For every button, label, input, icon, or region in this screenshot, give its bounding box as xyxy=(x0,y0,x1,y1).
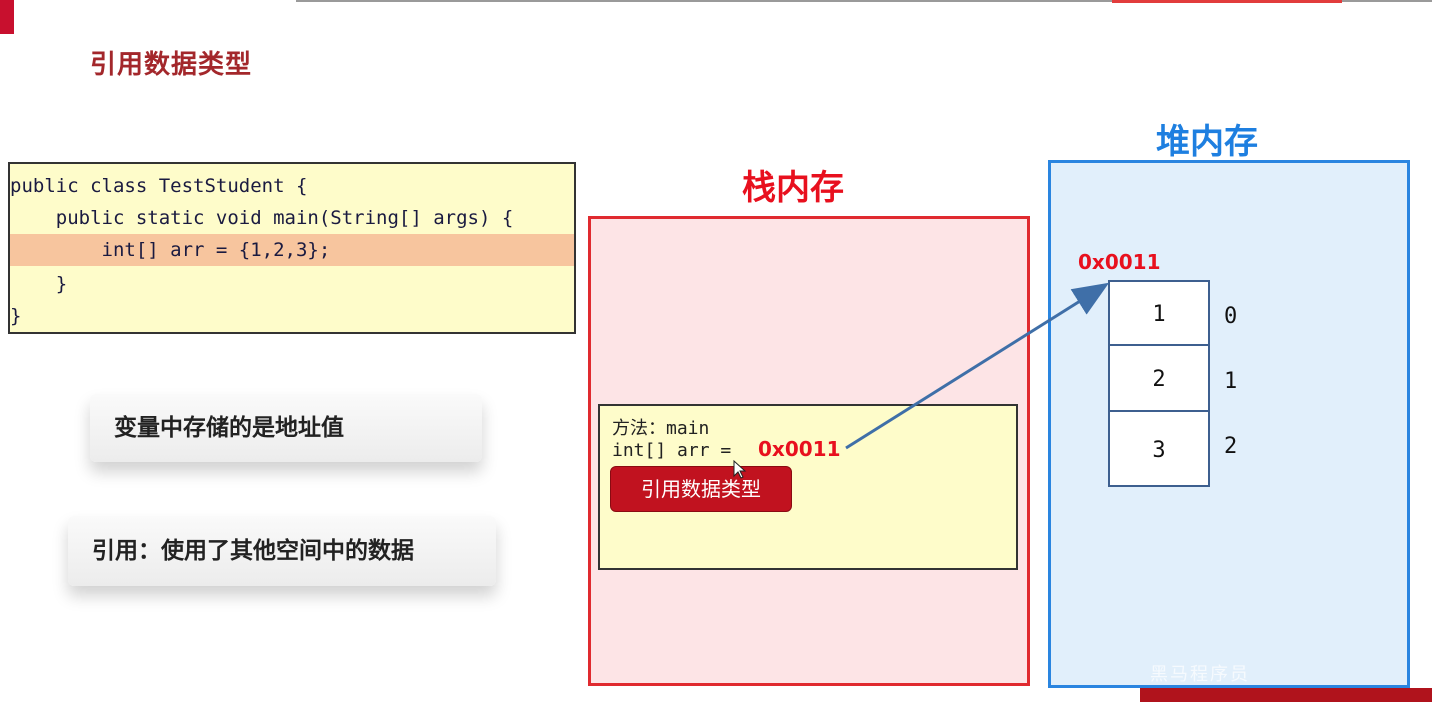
stack-memory-title: 栈内存 xyxy=(742,168,844,208)
main-stack-frame: 方法：main int[] arr = 0x0011 引用数据类型 xyxy=(598,404,1018,570)
array-cell: 1 xyxy=(1108,280,1210,346)
frame-variable-label: int[] arr = xyxy=(612,440,743,461)
reference-type-tag: 引用数据类型 xyxy=(610,466,792,512)
frame-method-label: 方法：main xyxy=(612,418,710,439)
array-index: 1 xyxy=(1224,369,1238,394)
code-line: } xyxy=(10,273,68,295)
stack-address-value: 0x0011 xyxy=(758,437,841,461)
heap-memory-title: 堆内存 xyxy=(1156,122,1258,162)
heap-address-label: 0x0011 xyxy=(1078,250,1161,274)
callout-reference: 引用：使用了其他空间中的数据 xyxy=(68,516,496,586)
top-red-bar xyxy=(1112,0,1342,3)
slide-title: 引用数据类型 xyxy=(90,50,253,80)
watermark-logo: 黑马程序员 xyxy=(1150,664,1250,685)
array-cell: 2 xyxy=(1108,344,1210,412)
callout-address-value: 变量中存储的是地址值 xyxy=(90,394,482,462)
array-cell: 3 xyxy=(1108,410,1210,487)
heap-memory-box xyxy=(1048,160,1410,688)
code-line: } xyxy=(10,305,22,327)
code-line-highlighted: int[] arr = {1,2,3}; xyxy=(10,234,574,266)
array-index: 2 xyxy=(1224,434,1238,459)
top-divider xyxy=(296,0,1432,2)
code-block: public class TestStudent { public static… xyxy=(8,162,576,334)
watermark-bar xyxy=(1140,688,1432,702)
top-accent-bar xyxy=(0,0,14,34)
code-line: public class TestStudent { xyxy=(10,175,308,197)
code-line: public static void main(String[] args) { xyxy=(10,207,514,229)
array-index: 0 xyxy=(1224,304,1238,329)
